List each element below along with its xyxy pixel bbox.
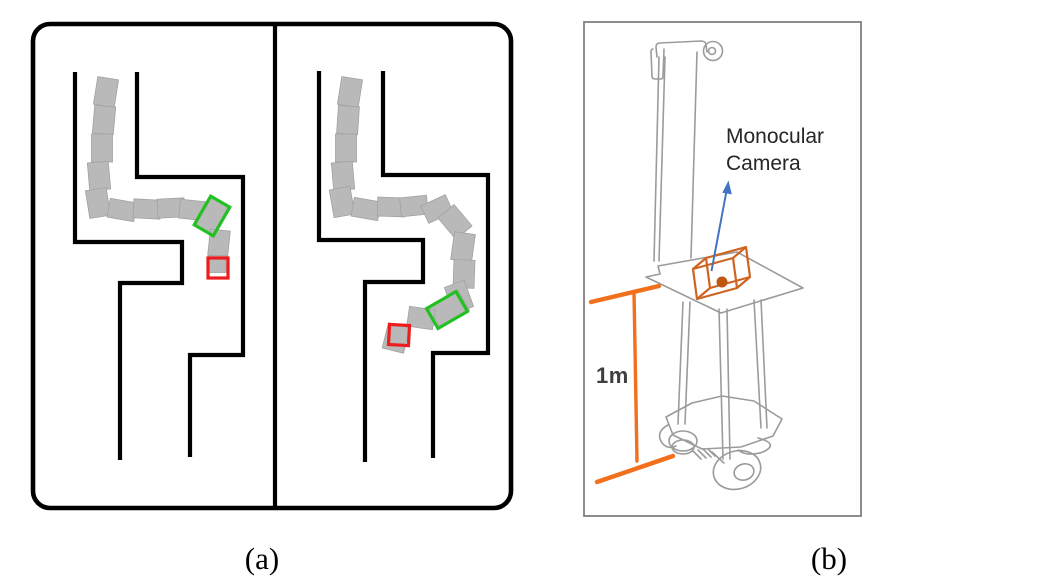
handle-knob-inner (707, 46, 717, 56)
robot-footprint (450, 231, 476, 263)
wall-left-outer (72, 72, 185, 460)
robot-footprint (328, 185, 356, 219)
base-arm-right (737, 437, 772, 455)
robot-handle (655, 40, 708, 58)
robot-footprint (330, 160, 356, 192)
red-box-marker (206, 256, 230, 280)
wall-left-inner (134, 72, 246, 457)
maze-left-walls (72, 72, 246, 460)
pole (677, 301, 684, 425)
green-box-marker (192, 194, 232, 238)
mast-line (658, 56, 666, 262)
robot-footprint (336, 104, 360, 136)
caster-left (668, 430, 698, 452)
caster-left-inner (671, 439, 695, 455)
dim-tick-bottom (594, 453, 676, 485)
front-wheel (712, 449, 762, 491)
pole (760, 299, 768, 429)
base-hatch (692, 448, 716, 460)
red-box-marker (386, 322, 412, 348)
dim-tick-top (588, 283, 662, 305)
pole (753, 299, 762, 429)
front-wheel-hub (733, 463, 755, 481)
robot-footprint (84, 187, 112, 219)
camera-wirebox (691, 245, 752, 301)
height-label: 1m (596, 363, 629, 388)
wheel-arm (711, 451, 725, 464)
panel-a-border (30, 21, 514, 511)
robot-footprint (91, 133, 113, 163)
dim-line (632, 290, 639, 463)
camera-box-edge (696, 287, 711, 300)
robot-footprint (86, 160, 112, 192)
camera-box-edge (692, 257, 707, 270)
maze-right-walls (316, 71, 491, 462)
trajectory-left (84, 76, 231, 273)
robot-footprint (350, 196, 382, 222)
panel-a (30, 21, 514, 511)
trajectory-right (328, 76, 476, 354)
pole (718, 308, 724, 460)
markers-left (192, 194, 232, 280)
robot-footprint (335, 133, 357, 163)
camera-annotation-arrow (710, 180, 732, 272)
camera-label-line2: Camera (726, 152, 801, 175)
camera-box-edge (736, 276, 751, 289)
pole (726, 308, 731, 460)
mast-line (653, 56, 660, 262)
panel-b-border (583, 21, 862, 517)
green-box-marker (424, 289, 470, 331)
height-dimension (588, 283, 676, 485)
caption-b: (b) (811, 541, 847, 576)
robot-base (665, 395, 783, 450)
robot-footprint (92, 76, 120, 108)
pole (684, 301, 691, 425)
handle-hook (650, 48, 665, 80)
robot-sketch (645, 40, 804, 491)
panel-b: Monocular Camera 1m (583, 21, 862, 517)
robot-footprint (336, 76, 364, 108)
markers-right (386, 289, 470, 348)
camera-lens-dot (716, 276, 728, 288)
camera-box-edge (732, 246, 747, 259)
wall-right-outer (316, 71, 426, 462)
mast-line (690, 51, 698, 259)
robot-footprint (106, 197, 138, 223)
handle-knob (702, 40, 724, 62)
caption-a: (a) (245, 541, 279, 576)
robot-footprint (91, 104, 117, 136)
arrowhead (722, 180, 732, 195)
camera-label-line1: Monocular (726, 125, 824, 148)
wall-right-inner (380, 71, 491, 458)
robot-footprint (381, 322, 411, 354)
